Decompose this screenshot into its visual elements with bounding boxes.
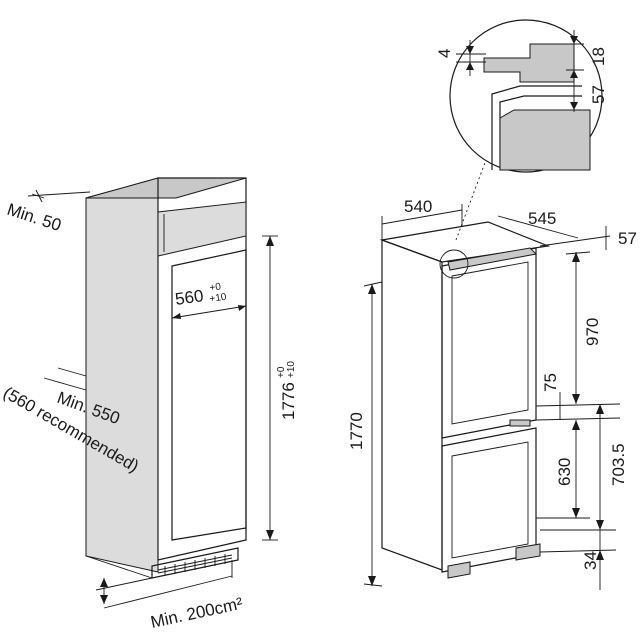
svg-text:1776: 1776 [279,382,298,420]
total-height-label: 1770 [347,412,366,450]
niche-height-label: 1776 +0 +10 [276,361,298,420]
appliance-top [379,221,551,263]
foot-label: 34 [581,551,600,570]
niche-top-board [157,201,247,257]
detail-circle [449,19,603,173]
detail-magnifier: 4 18 57 [435,19,608,279]
upper-door [441,247,537,439]
depth-label: 545 [528,209,556,228]
vent-area-label: Min. 200cm² [149,594,245,632]
width-label: 540 [404,197,432,216]
top-hinge [447,247,538,271]
bottom-foot-right [515,543,541,561]
svg-text:+0: +0 [276,366,287,378]
detail-gap-label: 4 [435,49,454,58]
top-clearance-label: Min. 50 [5,200,64,235]
niche-front-frame [157,177,247,561]
svg-text:+10: +10 [286,361,297,378]
svg-text:+10: +10 [209,292,228,305]
detail-offset-label: 57 [589,85,608,104]
ventilation-grille [151,547,239,579]
appliance-side-panel [381,239,443,571]
niche-drawing: Min. 50 560 +0 +10 1776 +0 +10 Min. 550 … [0,177,298,632]
upper-door-label: 970 [583,318,602,346]
inner-width-label: 560 +0 +10 [174,281,228,309]
detail-top-label: 18 [589,47,608,66]
gap-label: 75 [541,373,560,392]
niche-left-panel [85,177,159,573]
svg-text:+0: +0 [209,281,222,294]
middle-hinge [509,419,531,427]
lower-door-label: 630 [555,458,574,486]
lower-section-label: 703.5 [609,443,628,486]
svg-text:560: 560 [174,286,205,309]
bottom-foot-left [447,561,471,579]
niche-top-face [85,177,247,199]
top-offset-label: 57 [618,229,637,248]
appliance-drawing: 540 545 57 1770 970 75 630 [347,197,637,590]
